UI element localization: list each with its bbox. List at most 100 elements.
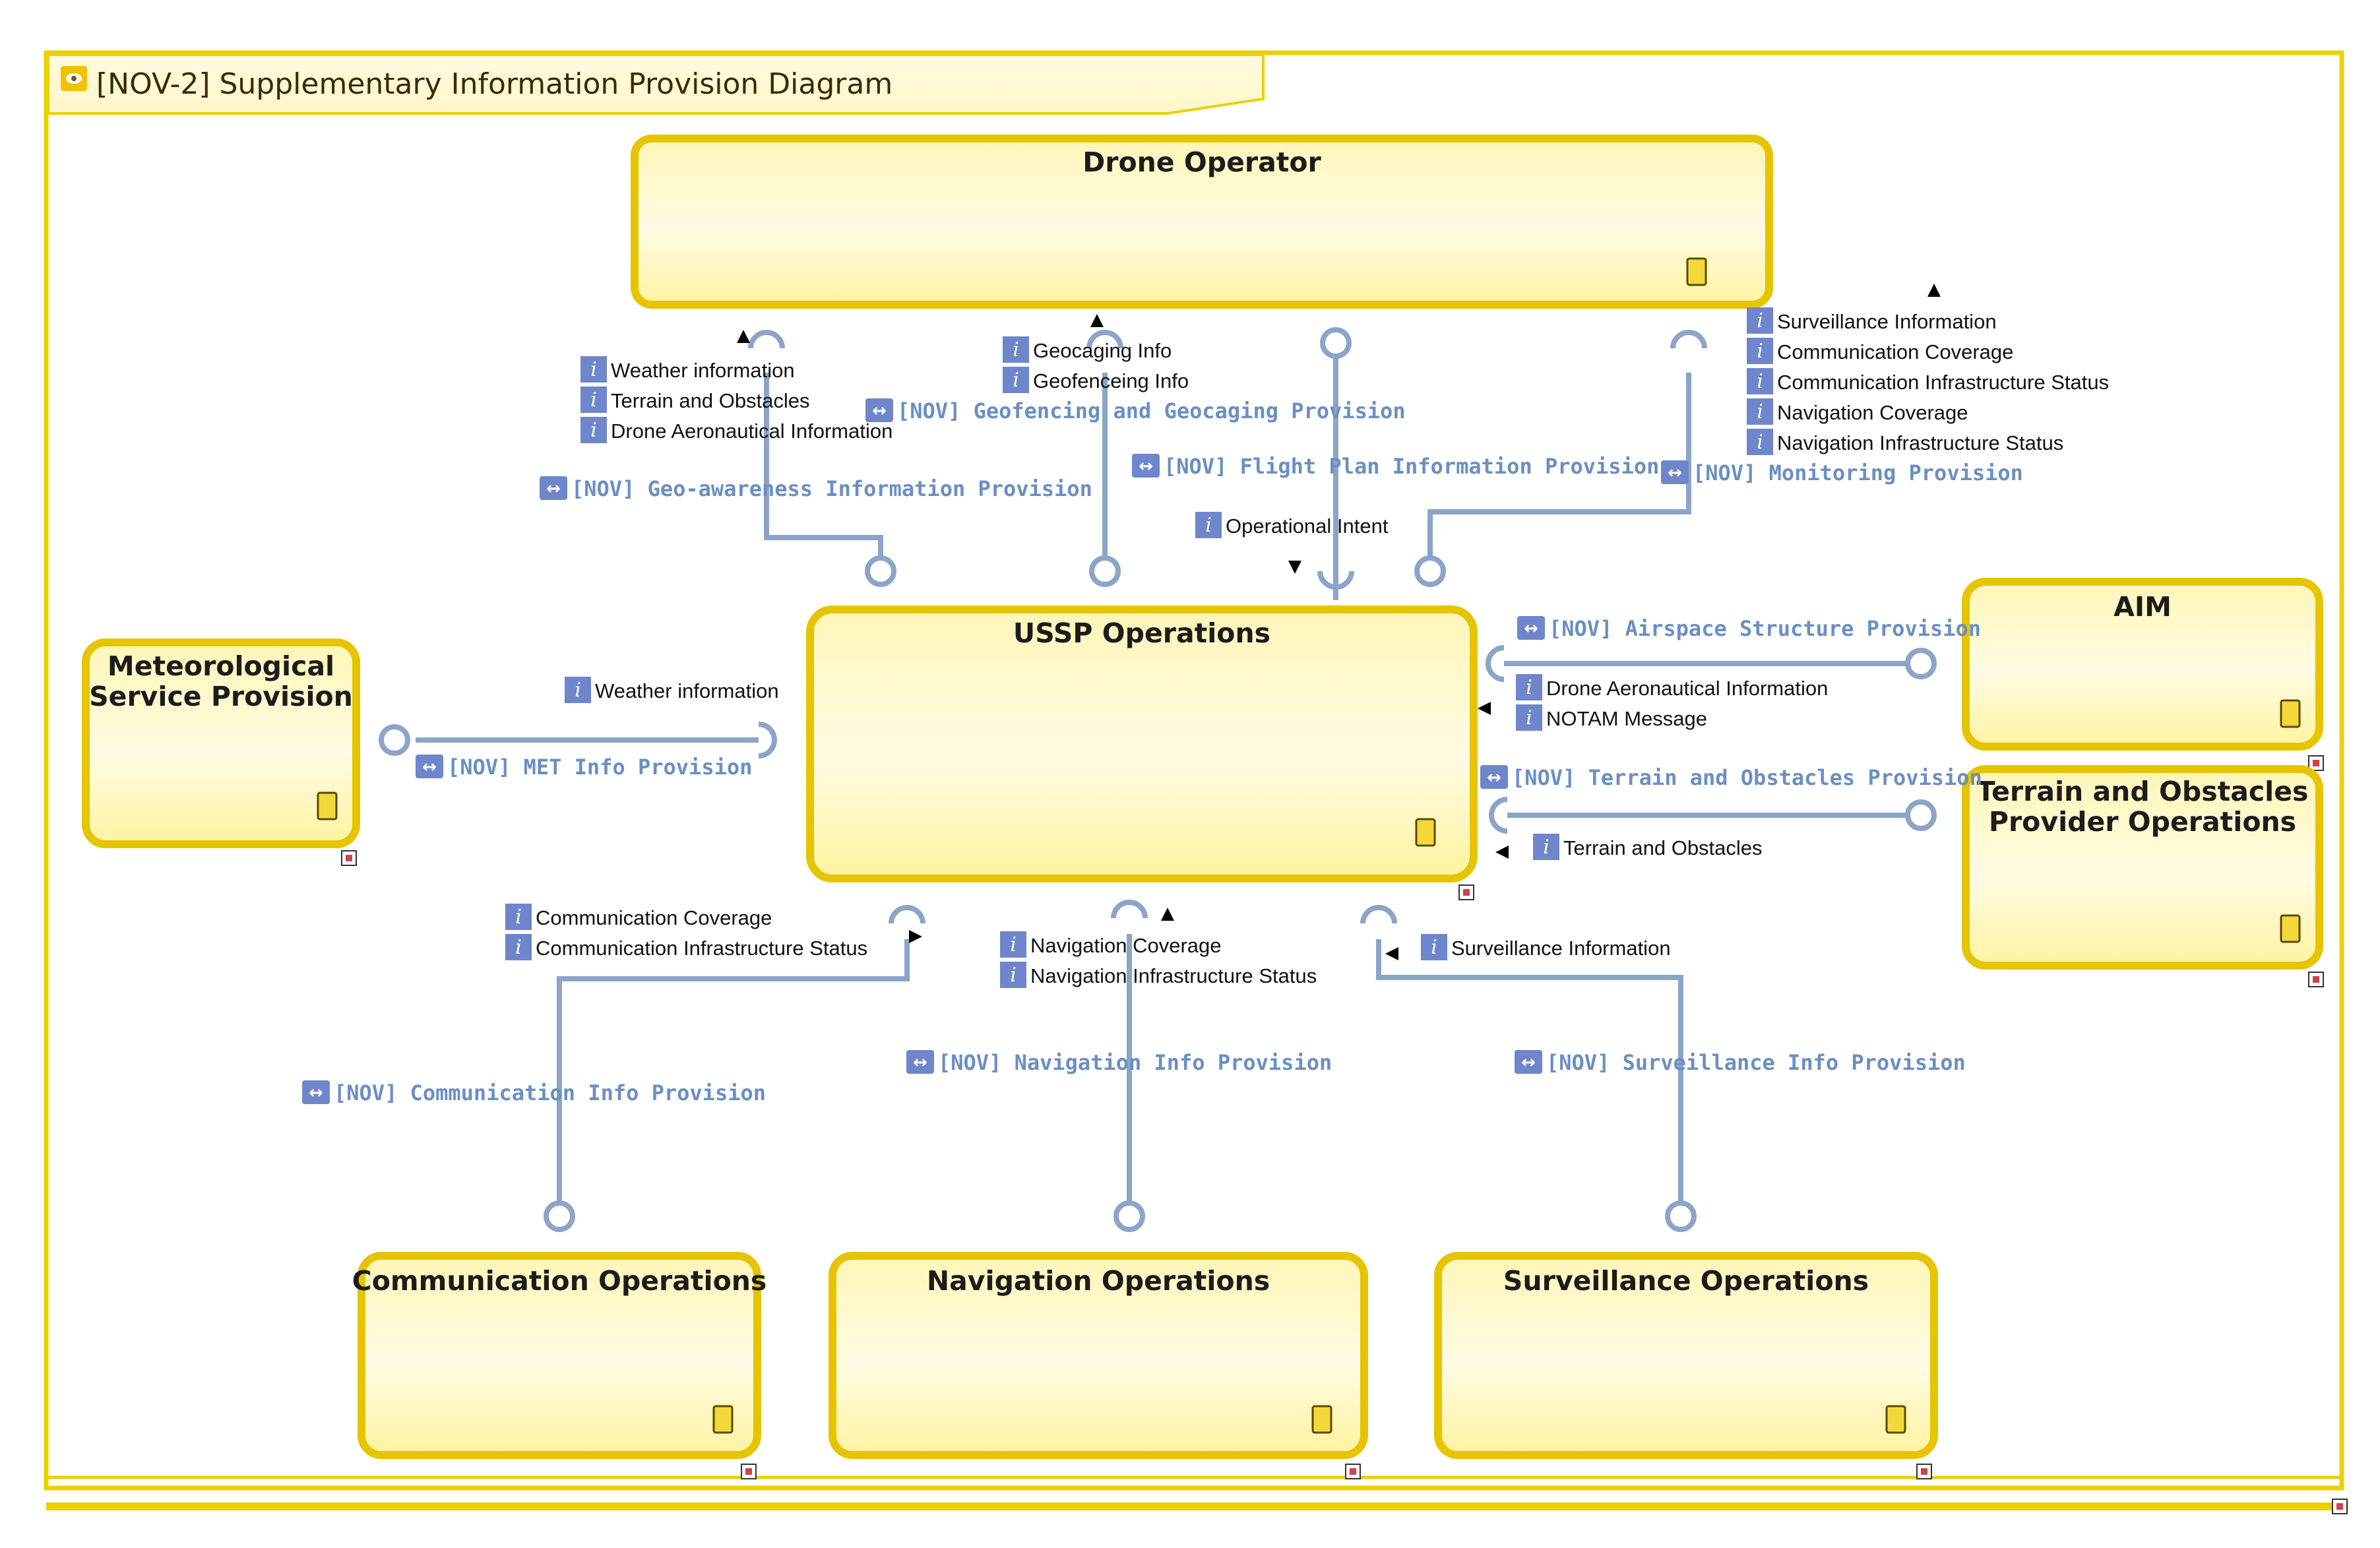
needline-communication[interactable]: ↔[NOV] Communication Info Provision (302, 1080, 766, 1105)
needline-monitoring[interactable]: ↔[NOV] Monitoring Provision (1661, 460, 2023, 485)
needline-label: [NOV] Flight Plan Information Provision (1164, 454, 1659, 479)
information-item-label: Drone Aeronautical Information (611, 419, 892, 443)
svg-text:i: i (1010, 964, 1017, 987)
svg-text:↔: ↔ (546, 479, 561, 499)
needline-icon: ↔ (1132, 454, 1160, 478)
svg-text:↔: ↔ (1521, 1053, 1536, 1072)
needline-geofencing[interactable]: ↔[NOV] Geofencing and Geocaging Provisio… (865, 398, 1406, 423)
needline-icon: ↔ (1480, 765, 1508, 789)
node-element-icon (2280, 699, 2301, 728)
node-ussp-operations[interactable]: USSP Operations (806, 605, 1478, 900)
node-title: Drone Operator (1082, 146, 1321, 178)
flow-labels: ↔[NOV] Geo-awareness Information Provisi… (302, 398, 2023, 1105)
svg-text:↔: ↔ (1139, 456, 1153, 476)
node-title-line1: Terrain and Obstacles (1977, 776, 2309, 807)
needline-label: [NOV] Airspace Structure Provision (1549, 616, 1981, 641)
node-title: Surveillance Operations (1503, 1265, 1869, 1297)
expand-corner-icon[interactable] (2308, 972, 2324, 987)
node-title: Communication Operations (352, 1265, 767, 1297)
information-item-label: Operational Intent (1226, 514, 1389, 538)
node-element-icon (1311, 1405, 1332, 1434)
information-icon: i (580, 356, 607, 383)
node-element-icon (317, 791, 338, 820)
needline-icon: ↔ (906, 1050, 934, 1074)
expand-corner-icon[interactable] (741, 1464, 757, 1479)
information-item-label: NOTAM Message (1546, 707, 1707, 730)
svg-text:↔: ↔ (872, 401, 887, 421)
needline-icon: ↔ (540, 476, 567, 500)
svg-text:i: i (1543, 836, 1550, 859)
information-icon: i (1195, 512, 1222, 538)
information-item[interactable]: i Communication Infrastructure Status (505, 934, 867, 960)
node-navigation-operations[interactable]: Navigation Operations (829, 1252, 1368, 1479)
expand-corner-icon[interactable] (2332, 1499, 2348, 1514)
needline-met-info[interactable]: ↔[NOV] MET Info Provision (416, 755, 752, 780)
information-icon: i (1516, 674, 1542, 700)
information-item-label: Communication Infrastructure Status (536, 937, 867, 960)
needline-geo-awareness[interactable]: ↔[NOV] Geo-awareness Information Provisi… (540, 476, 1092, 501)
svg-text:i: i (1757, 400, 1763, 423)
needline-navigation[interactable]: ↔[NOV] Navigation Info Provision (906, 1050, 1332, 1075)
expand-corner-icon[interactable] (1916, 1464, 1932, 1479)
information-icon: i (580, 387, 607, 413)
needline-terrain-obstacles[interactable]: ↔[NOV] Terrain and Obstacles Provision (1480, 765, 1982, 790)
information-item[interactable]: i Operational Intent (1195, 512, 1389, 538)
information-item[interactable]: i Terrain and Obstacles (580, 387, 810, 413)
information-icon: i (1000, 931, 1026, 958)
node-title-line2: Provider Operations (1989, 806, 2296, 838)
node-meteorological-service-provision[interactable]: Meteorological Service Provision (82, 638, 360, 866)
svg-text:i: i (590, 388, 597, 412)
information-item[interactable]: i Navigation Coverage (1747, 398, 1968, 425)
svg-text:↔: ↔ (1524, 619, 1538, 638)
node-title: Navigation Operations (927, 1265, 1270, 1297)
information-item-label: Terrain and Obstacles (611, 389, 810, 412)
information-item-label: Navigation Coverage (1777, 401, 1968, 424)
information-icon: i (580, 417, 607, 443)
information-item-label: Geocaging Info (1033, 339, 1172, 362)
information-item-label: Geofenceing Info (1033, 369, 1189, 392)
node-terrain-and-obstacles-provider-operations[interactable]: Terrain and Obstacles Provider Operation… (1962, 765, 2324, 987)
node-communication-operations[interactable]: Communication Operations (352, 1252, 767, 1479)
node-drone-operator[interactable]: Drone Operator (631, 135, 1773, 309)
svg-text:i: i (1757, 431, 1763, 454)
node-element-icon (1686, 257, 1707, 286)
expand-corner-icon[interactable] (1345, 1464, 1361, 1479)
svg-text:↔: ↔ (309, 1083, 323, 1103)
needline-surveillance[interactable]: ↔[NOV] Surveillance Info Provision (1515, 1050, 1966, 1075)
arrow-up-icon (1161, 908, 1174, 921)
expand-corner-icon[interactable] (341, 850, 357, 866)
diagram-frame: [NOV-2] Supplementary Information Provis… (44, 50, 2348, 1514)
node-aim[interactable]: AIM (1962, 578, 2324, 771)
svg-text:i: i (515, 936, 522, 959)
node-surveillance-operations[interactable]: Surveillance Operations (1434, 1252, 1938, 1479)
svg-text:i: i (590, 358, 597, 381)
information-icon: i (1003, 367, 1029, 393)
expand-corner-icon[interactable] (1458, 884, 1474, 900)
information-item-label: Communication Infrastructure Status (1777, 371, 2109, 394)
needline-airspace-structure[interactable]: ↔ [NOV] Airspace Structure Provision (1517, 616, 1981, 641)
svg-text:↔: ↔ (913, 1053, 927, 1072)
needline-flight-plan[interactable]: ↔ [NOV] Flight Plan Information Provision (1132, 454, 1659, 479)
node-title: USSP Operations (1013, 617, 1270, 649)
svg-text:i: i (1205, 514, 1212, 537)
information-icon: i (565, 677, 591, 703)
